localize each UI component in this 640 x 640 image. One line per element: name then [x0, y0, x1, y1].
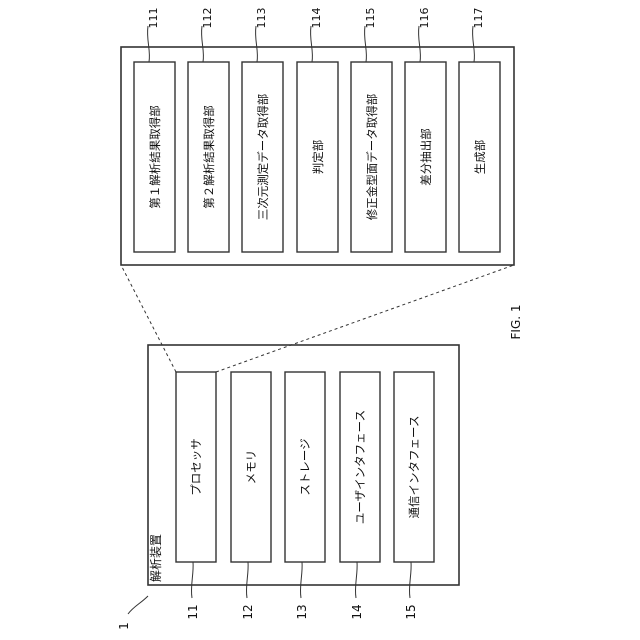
module-first-analysis-result-acquirer: 第１解析結果取得部 111: [134, 8, 175, 253]
module-second-analysis-result-acquirer: 第２解析結果取得部 112: [188, 8, 229, 253]
component-label: メモリ: [244, 450, 258, 485]
component-label: ストレージ: [298, 438, 312, 495]
component-label: 通信インタフェース: [407, 416, 421, 519]
module-ref: 111: [147, 8, 160, 29]
module-ref: 116: [418, 8, 431, 29]
module-label: 判定部: [311, 140, 325, 175]
component-ref-leader: [300, 562, 302, 598]
module-label: 第２解析結果取得部: [202, 105, 216, 209]
component-communication-interface: 通信インタフェース 15: [394, 372, 434, 620]
component-user-interface: ユーザインタフェース 14: [340, 372, 380, 620]
module-label: 生成部: [473, 140, 487, 175]
module-ref-leader: [311, 26, 313, 62]
component-ref: 15: [404, 604, 418, 619]
figure-label: FIG. 1: [509, 304, 523, 339]
module-ref: 112: [201, 8, 214, 29]
component-label: ユーザインタフェース: [353, 410, 367, 524]
component-storage: ストレージ 13: [285, 372, 325, 620]
module-ref-leader: [148, 26, 150, 62]
module-ref-leader: [256, 26, 258, 62]
component-label: プロセッサ: [189, 438, 203, 496]
component-processor: プロセッサ 11: [176, 372, 216, 620]
module-ref-leader: [365, 26, 367, 62]
component-ref-leader: [191, 562, 193, 598]
component-ref: 13: [295, 604, 309, 619]
module-generator: 生成部 117: [459, 8, 500, 253]
module-ref: 117: [472, 8, 485, 29]
module-ref: 114: [310, 8, 323, 29]
component-ref-leader: [246, 562, 248, 598]
component-ref-leader: [355, 562, 357, 598]
module-label: 第１解析結果取得部: [148, 105, 162, 209]
module-ref-leader: [202, 26, 204, 62]
component-ref: 14: [350, 604, 364, 619]
component-ref: 12: [241, 604, 255, 619]
module-ref-leader: [473, 26, 475, 62]
module-ref: 113: [255, 8, 268, 29]
module-corrected-mold-surface-data-acquirer: 修正金型面データ取得部 115: [351, 8, 392, 253]
module-determination-unit: 判定部 114: [297, 8, 338, 253]
device-ref-leader: [128, 596, 148, 614]
callout-line-right: [216, 265, 514, 372]
component-memory: メモリ 12: [231, 372, 271, 620]
component-ref-leader: [409, 562, 411, 598]
component-ref: 11: [186, 604, 200, 619]
module-label: 修正金型面データ取得部: [365, 94, 379, 221]
module-ref: 115: [364, 8, 377, 29]
module-ref-leader: [419, 26, 421, 62]
module-label: 差分抽出部: [419, 128, 433, 186]
device-ref: 1: [117, 622, 131, 630]
module-3d-measurement-data-acquirer: 三次元測定データ取得部 113: [242, 8, 283, 253]
analysis-device-title: 解析装置: [149, 534, 163, 582]
module-label: 三次元測定データ取得部: [256, 94, 270, 221]
module-difference-extractor: 差分抽出部 116: [405, 8, 446, 253]
